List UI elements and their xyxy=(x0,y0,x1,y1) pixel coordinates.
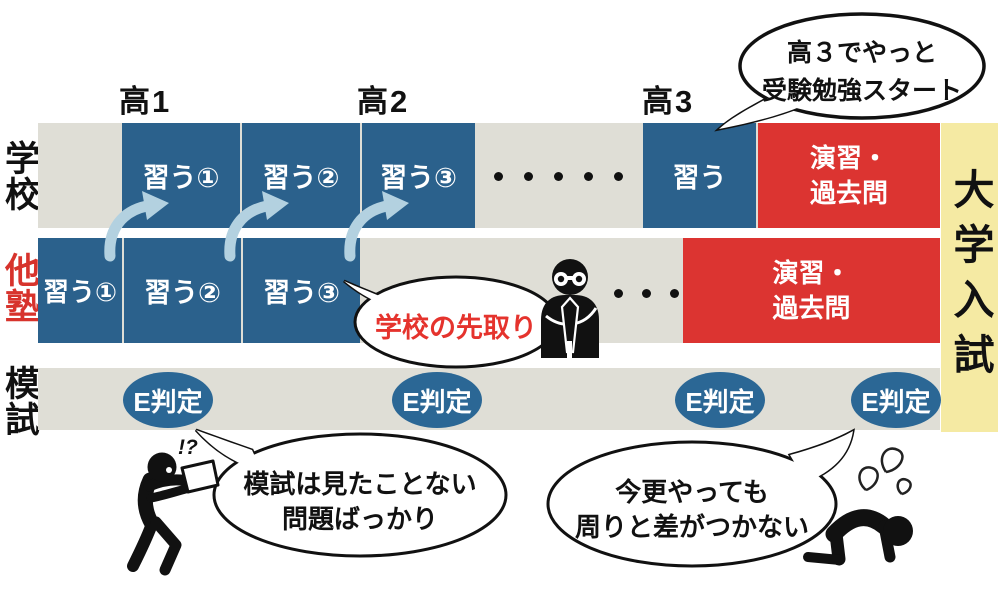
school-learn-3-box: 習う③ xyxy=(362,123,475,228)
juku-learn-2-box: 習う② xyxy=(124,238,241,343)
row-label-mock: 模試 xyxy=(0,365,39,437)
year-label-k3: 高3 xyxy=(642,84,695,119)
juku-practice-line1: 演習・ xyxy=(772,258,851,289)
juku-practice-line2: 過去問 xyxy=(772,292,851,323)
university-exam-banner: 大学入試 xyxy=(941,123,998,432)
e-rating-badge-2: E判定 xyxy=(392,372,482,428)
start-late-bubble-line1: 高３でやっと xyxy=(786,39,937,67)
row-label-juku: 他塾 xyxy=(0,252,39,324)
year-label-k1: 高1 xyxy=(119,84,172,119)
school-practice-line1: 演習・ xyxy=(809,143,888,174)
school-learn-1-box: 習う① xyxy=(122,123,240,228)
school-practice-box: 演習・ 過去問 xyxy=(758,123,940,228)
row-label-school: 学校 xyxy=(0,140,39,212)
e-rating-badge-1: E判定 xyxy=(123,372,213,428)
shocked-student-icon xyxy=(127,452,220,576)
sigh-squiggle-icon xyxy=(858,447,912,496)
e-rating-badge-3: E判定 xyxy=(675,372,765,428)
school-learn-plain-box: 習う xyxy=(643,123,756,228)
shock-exclamation-mark: !? xyxy=(178,436,198,459)
start-late-bubble-line2: 受験勉強スタート xyxy=(761,77,962,105)
school-learn-2-box: 習う② xyxy=(242,123,360,228)
too-late-bubble-line1: 今更やっても xyxy=(615,477,769,507)
mock-shock-bubble-line2: 問題ばっかり xyxy=(281,504,438,534)
year-label-k2: 高2 xyxy=(357,84,410,119)
juku-practice-box: 演習・ 過去問 xyxy=(683,238,940,343)
ahead-bubble-text: 学校の先取り xyxy=(375,313,537,343)
e-rating-badge-4: E判定 xyxy=(851,372,941,428)
juku-learn-3-box: 習う③ xyxy=(243,238,360,343)
mock-shock-bubble-line1: 模試は見たことない xyxy=(243,469,477,499)
school-practice-line2: 過去問 xyxy=(809,177,888,208)
university-exam-label: 大学入試 xyxy=(947,167,993,388)
too-late-bubble-line2: 周りと差がつかない xyxy=(574,512,809,542)
juku-learn-1-box: 習う① xyxy=(38,238,122,343)
